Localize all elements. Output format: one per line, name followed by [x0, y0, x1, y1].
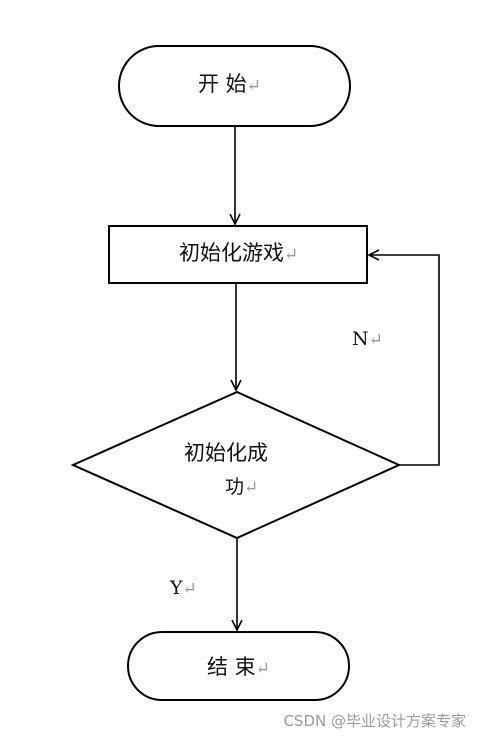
- start-label: 开 始↵: [198, 74, 261, 95]
- init-success-label-line1-text: 初始化成: [184, 441, 268, 465]
- init-success-decision-shape: [70, 390, 402, 540]
- init-success-label-line1: 初始化成: [184, 443, 268, 464]
- arrow-decision-no-loop: [369, 255, 440, 466]
- edge-yes-label-text: Y: [170, 577, 183, 599]
- paragraph-mark-icon: ↵: [182, 579, 197, 599]
- end-terminal-shape: [127, 631, 350, 701]
- end-label-text: 结 束: [207, 655, 256, 679]
- init-game-label: 初始化游戏↵: [179, 243, 298, 264]
- init-success-label-line2-text: 功: [225, 476, 245, 498]
- paragraph-mark-icon: ↵: [244, 478, 259, 498]
- paragraph-mark-icon: ↵: [368, 330, 383, 350]
- watermark: CSDN @毕业设计方案专家: [283, 712, 466, 730]
- edge-no-label: N↵: [352, 330, 383, 349]
- end-label: 结 束↵: [207, 657, 270, 678]
- init-game-process-shape: [108, 225, 368, 284]
- init-game-label-text: 初始化游戏: [179, 241, 284, 265]
- paragraph-mark-icon: ↵: [255, 659, 270, 679]
- paragraph-mark-icon: ↵: [284, 245, 299, 265]
- start-terminal-shape: [118, 45, 351, 127]
- edge-no-label-text: N: [352, 328, 369, 350]
- init-success-label-line2: 功↵: [225, 478, 258, 497]
- paragraph-mark-icon: ↵: [246, 76, 261, 96]
- edge-yes-label: Y↵: [170, 579, 197, 598]
- start-label-text: 开 始: [198, 72, 247, 96]
